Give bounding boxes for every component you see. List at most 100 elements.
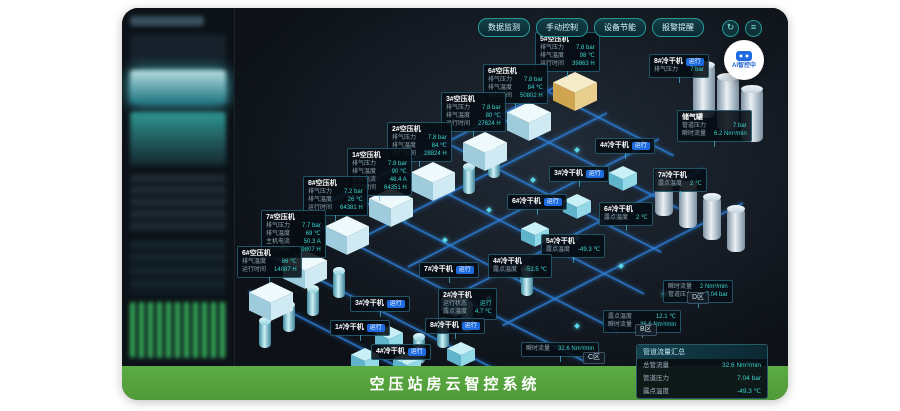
manual-control-button[interactable]: 手动控制 (536, 18, 588, 37)
energy-saving-button[interactable]: 设备节能 (594, 18, 646, 37)
machine-body (249, 282, 293, 321)
compressor-machine[interactable] (553, 72, 597, 111)
equipment-tooltip[interactable]: 3#冷干机运行 (350, 296, 410, 317)
toolbar-circles: ↻ ≡ (722, 20, 762, 37)
metric-label: 排气温度 (308, 197, 333, 203)
equipment-tooltip[interactable]: 1#冷干机运行 (330, 320, 390, 341)
page-title: 空压站房云智控系统 (369, 375, 541, 393)
metric-label: 排气压力 (352, 161, 377, 167)
equipment-tooltip[interactable]: 瞬时流量 32.6 Nm³/min (521, 342, 600, 362)
dryer-machine[interactable] (609, 166, 637, 191)
equipment-name: 6#空压机 (488, 68, 517, 75)
equipment-name: 2#空压机 (392, 126, 421, 133)
dryer-machine[interactable] (563, 194, 591, 219)
sidebar-list-blur (130, 174, 226, 232)
equipment-tooltip[interactable]: 6#冷干机运行 (507, 194, 567, 215)
status-badge: 运行 (543, 197, 562, 206)
equipment-tooltip[interactable]: 8#冷干机运行 (425, 318, 485, 339)
storage-tank[interactable] (259, 317, 271, 348)
equipment-tooltip[interactable]: 7#冷干机运行 (419, 262, 479, 283)
storage-tank[interactable] (333, 267, 345, 298)
compressor-machine[interactable] (249, 282, 293, 321)
equipment-tooltip[interactable]: 4#冷干机运行 (371, 344, 431, 365)
machine-body (609, 166, 637, 191)
ai-control-badge[interactable]: AI智控中 (724, 40, 764, 80)
equipment-name: 1#空压机 (352, 152, 381, 159)
equipment-name: 6#冷干机 (604, 206, 633, 213)
data-row: 主机电流 50.3 A (266, 238, 321, 246)
metric-value: 27624 H (478, 121, 501, 127)
sidebar-area-chart-blur (130, 112, 226, 166)
compressor-machine[interactable] (411, 162, 455, 201)
metric-value: 50.3 A (303, 239, 321, 245)
metric-label: 露点温度 (443, 309, 468, 315)
metric-value: 7 bar (690, 67, 704, 73)
metric-label: 排气温度 (540, 53, 565, 59)
alarm-reminder-button[interactable]: 报警提醒 (652, 18, 704, 37)
data-monitor-button[interactable]: 数据监测 (478, 18, 530, 37)
storage-tank[interactable] (463, 163, 475, 194)
metric-value: -49.3 ℃ (578, 247, 601, 253)
metric-label: 排气压力 (540, 45, 565, 51)
equipment-tooltip[interactable]: 3#冷干机运行 (549, 166, 609, 187)
menu-icon[interactable]: ≡ (745, 20, 762, 37)
storage-tank[interactable] (727, 205, 745, 252)
flow-panel-title: 管道流量汇总 (637, 345, 767, 359)
metric-label: 瞬时流量 (526, 346, 551, 352)
metric-label: 排气温度 (242, 259, 267, 265)
sidebar-bright-chart-blur (130, 70, 226, 104)
status-badge: 运行 (455, 265, 474, 274)
metric-value: 28824 H (424, 151, 447, 157)
metric-label: 主机电流 (266, 239, 291, 245)
compressor-machine[interactable] (325, 216, 369, 255)
analytics-sidebar (122, 8, 235, 366)
metric-value: 7.2 bar (344, 189, 363, 195)
metric-value: -51.5 ℃ (525, 267, 548, 273)
panel-row-value: 7.04 bar (737, 375, 761, 382)
metric-label: 运行时间 (242, 267, 267, 273)
metric-value: 50802 H (520, 93, 543, 99)
metric-value: 6.2 Nm³/min (714, 131, 747, 137)
metric-label: 排气压力 (392, 135, 417, 141)
status-badge: 运行 (461, 321, 480, 330)
metric-value: 80 ℃ (485, 113, 501, 119)
metric-label: 排气压力 (308, 189, 333, 195)
compressor-machine[interactable] (507, 102, 551, 141)
machine-body (325, 216, 369, 255)
compressor-machine[interactable] (463, 132, 507, 171)
dryer-machine[interactable] (447, 342, 475, 366)
storage-tank[interactable] (307, 285, 319, 316)
metric-value: 32.6 Nm³/min (558, 346, 595, 352)
status-badge: 运行 (631, 141, 650, 150)
zone-label: D区 (687, 292, 710, 304)
equipment-tooltip[interactable]: 4#冷干机露点温度-51.5 ℃ (488, 254, 553, 283)
equipment-tooltip[interactable]: 4#冷干机运行 (595, 138, 655, 159)
machine-body (507, 102, 551, 141)
metric-label: 露点温度 (604, 215, 629, 221)
refresh-icon[interactable]: ↻ (722, 20, 739, 37)
metric-value: 84 ℃ (431, 143, 447, 149)
storage-tank[interactable] (703, 193, 721, 240)
metric-label: 运行时间 (446, 121, 471, 127)
equipment-name: 8#冷干机运行 (430, 321, 480, 330)
